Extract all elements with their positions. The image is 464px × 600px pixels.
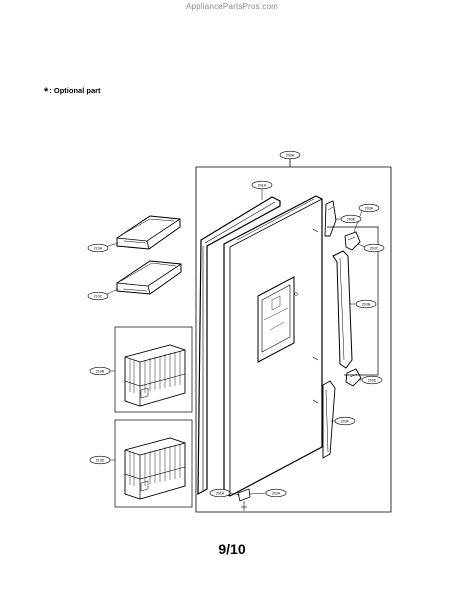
callout-203C: 203C [363,243,385,253]
svg-text:210D: 210D [96,458,105,462]
svg-text:200A: 200A [286,153,295,157]
svg-text:210A: 210A [94,246,103,250]
handle-cap-lower [345,368,362,387]
callout-203A-bottom: 203A [265,488,287,498]
door-assembly-frame [195,158,392,513]
door-gasket [197,188,281,496]
optional-part-text: : Optional part [49,86,101,95]
callout-210A: 210A [87,243,109,253]
svg-text:203A: 203A [365,206,374,210]
callout-210D: 210D [89,455,111,465]
callout-210B: 210B [89,366,111,376]
svg-text:203A: 203A [272,491,281,495]
svg-text:203F: 203F [341,419,350,423]
svg-text:201A: 201A [258,183,267,187]
watermark: AppliancePartsPros.com [186,2,278,11]
svg-text:210B: 210B [96,369,105,373]
hinge-cover-top [324,200,337,237]
optional-part-symbol: * [44,86,49,98]
callout-203D: 203D [361,375,383,385]
callout-201A-bottom: 201A [209,488,231,498]
callout-203F: 203F [334,416,356,426]
svg-text:203B: 203B [362,302,371,306]
callout-203A-top: 203A [358,203,380,213]
svg-text:203D: 203D [368,378,377,382]
svg-text:201A: 201A [216,491,225,495]
handle-cap-upper [344,231,361,251]
svg-text:203E: 203E [347,217,356,221]
door-basket-lower [110,419,193,508]
optional-part-note: *: Optional part [44,86,101,98]
door-panel [223,195,323,497]
handle-subassembly-frame [327,226,379,376]
bottom-hinge [237,488,251,511]
callout-200A: 200A [279,150,301,160]
callout-201A-gasket: 201A [251,180,273,190]
page-number: 9/10 [218,541,246,557]
callout-203B: 203B [355,299,377,309]
svg-text:203C: 203C [370,246,379,250]
door-bin-lower [116,260,182,295]
callout-210C: 210C [87,291,109,301]
callout-203E: 203E [340,214,362,224]
door-handle [332,250,353,369]
svg-text:210C: 210C [94,294,103,298]
handle-trim-lower [322,380,336,459]
door-bin-upper [116,215,181,250]
door-basket-upper [110,326,193,413]
